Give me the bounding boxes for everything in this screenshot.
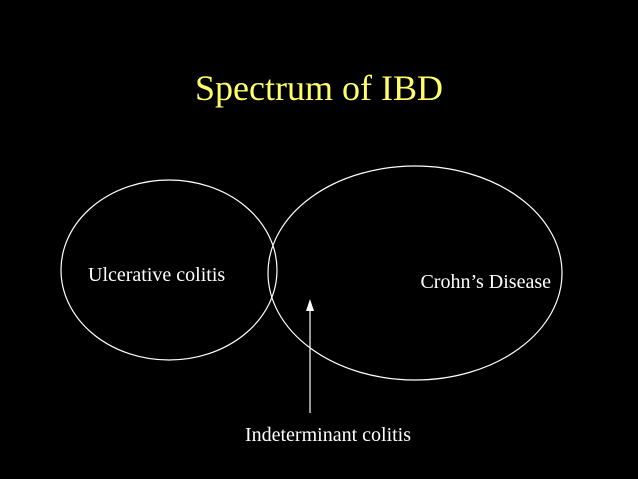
slide-title: Spectrum of IBD: [195, 68, 443, 108]
right-set-label: Crohn’s Disease: [420, 271, 551, 293]
crohns-disease-circle: [267, 165, 563, 381]
left-set-label: Ulcerative colitis: [88, 264, 225, 286]
arrow-up-icon: [306, 299, 314, 413]
ulcerative-colitis-circle: [60, 179, 278, 361]
overlap-label: Indeterminant colitis: [245, 424, 411, 446]
